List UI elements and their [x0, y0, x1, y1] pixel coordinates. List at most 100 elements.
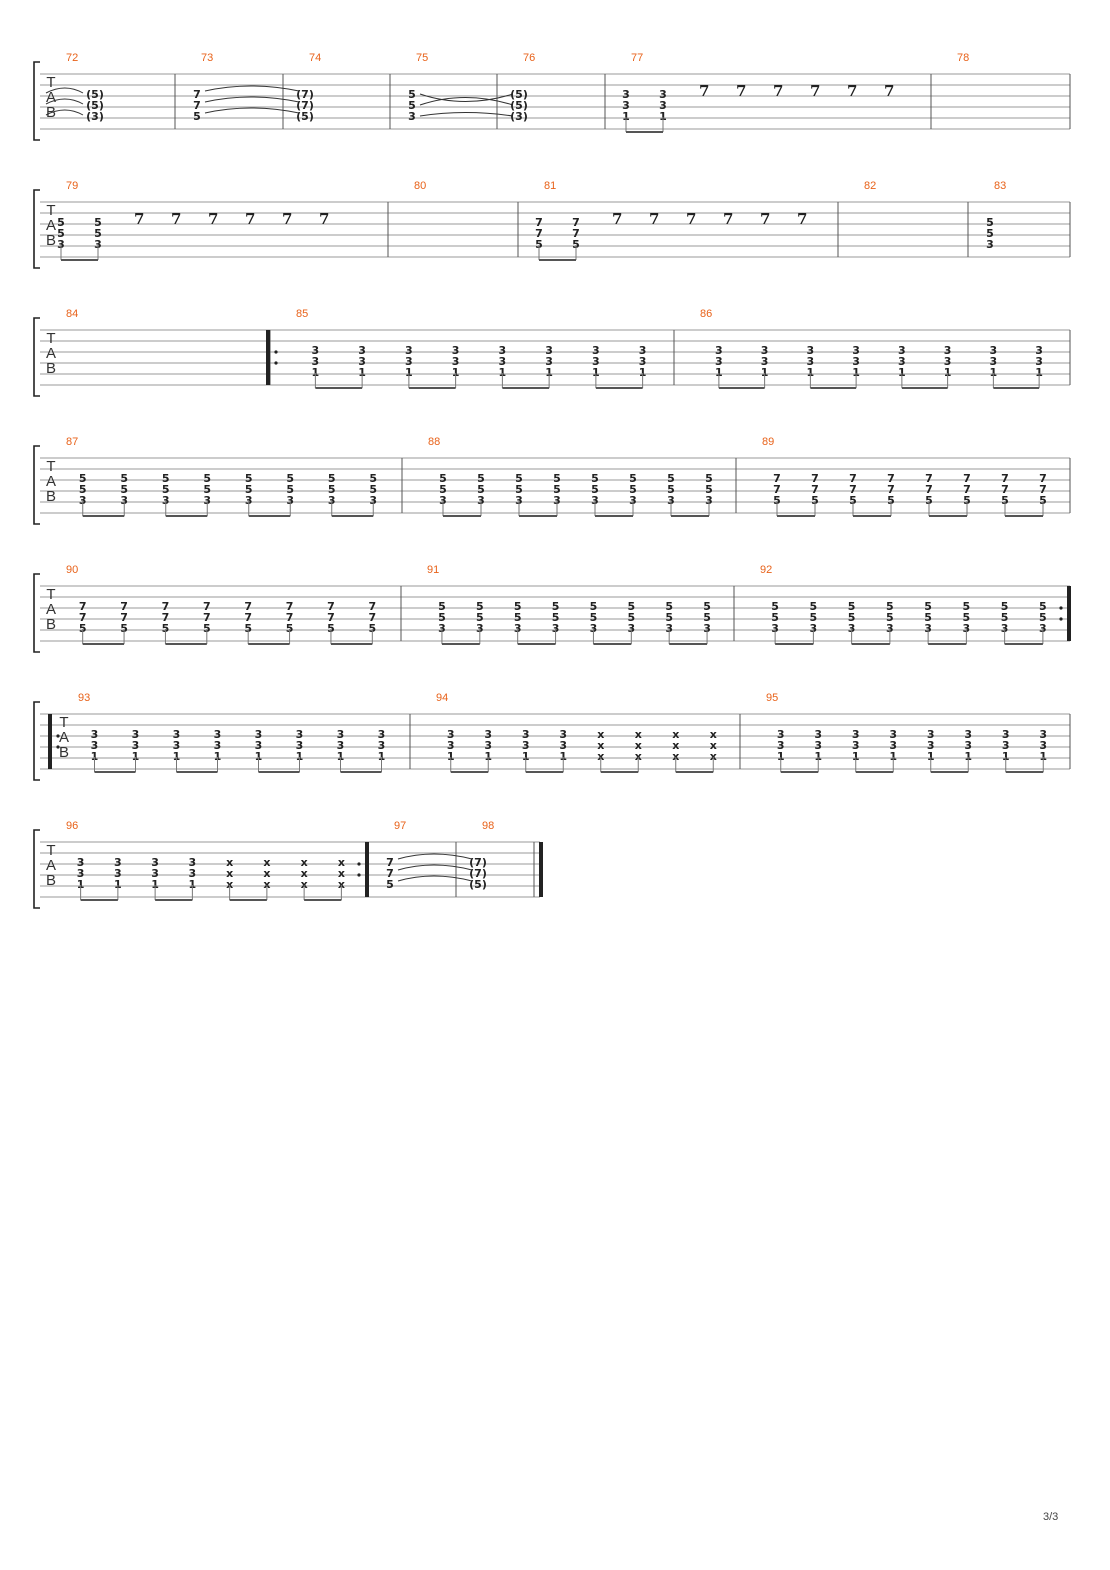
tie-arc: [397, 853, 473, 860]
fret-number: 5: [79, 483, 87, 496]
fret-number: x: [672, 739, 679, 752]
fret-number: 7: [773, 472, 781, 485]
fret-number: 7: [79, 611, 87, 624]
fret-number: 3: [499, 355, 507, 368]
fret-number: 3: [814, 739, 822, 752]
fret-number: x: [597, 728, 604, 741]
fret-number: 3: [665, 622, 673, 635]
fret-number: 5: [245, 483, 253, 496]
fret-number: 7: [535, 227, 543, 240]
fret-number: x: [672, 728, 679, 741]
fret-number: 5: [925, 494, 933, 507]
fret-number: 1: [77, 878, 85, 891]
fret-number: 3: [814, 728, 822, 741]
fret-number: 3: [476, 622, 484, 635]
fret-number: 7: [327, 611, 335, 624]
fret-number: (7): [296, 99, 314, 112]
fret-number: x: [338, 856, 345, 869]
fret-number: 1: [889, 750, 897, 763]
fret-number: 3: [245, 494, 253, 507]
eighth-rest: 7: [699, 82, 709, 100]
fret-number: 7: [203, 611, 211, 624]
repeat-dot: [357, 873, 361, 877]
measure-number: 90: [66, 564, 78, 576]
fret-number: 5: [244, 622, 252, 635]
fret-number: 7: [120, 611, 128, 624]
fret-number: 3: [545, 344, 553, 357]
fret-number: 3: [886, 622, 894, 635]
fret-number: 7: [162, 600, 170, 613]
repeat-dot: [1059, 617, 1063, 621]
fret-number: 5: [162, 622, 170, 635]
fret-number: 3: [944, 344, 952, 357]
fret-number: 3: [91, 728, 99, 741]
tie-arc: [204, 96, 300, 103]
fret-number: 3: [852, 355, 860, 368]
fret-number: 1: [944, 366, 952, 379]
fret-number: x: [301, 878, 308, 891]
fret-number: 3: [639, 355, 647, 368]
fret-number: 5: [924, 600, 932, 613]
fret-number: 7: [1001, 472, 1009, 485]
fret-number: 5: [476, 611, 484, 624]
fret-number: 3: [889, 728, 897, 741]
measure-number: 72: [66, 52, 78, 64]
fret-number: 1: [814, 750, 822, 763]
fret-number: x: [301, 856, 308, 869]
tab-system: TAB8755355355355355355355355388553553553…: [33, 436, 1071, 525]
fret-number: 5: [1001, 494, 1009, 507]
fret-number: 3: [944, 355, 952, 368]
fret-number: 1: [337, 750, 345, 763]
measure-number: 87: [66, 436, 78, 448]
fret-number: 5: [591, 472, 599, 485]
fret-number: 3: [591, 494, 599, 507]
fret-number: 7: [925, 483, 933, 496]
fret-number: 3: [1002, 728, 1010, 741]
fret-number: 7: [286, 600, 294, 613]
fret-number: 3: [659, 99, 667, 112]
fret-number: 3: [777, 728, 785, 741]
fret-number: 5: [57, 227, 65, 240]
fret-number: 3: [312, 344, 320, 357]
fret-number: (5): [86, 88, 104, 101]
fret-number: 7: [193, 99, 201, 112]
fret-number: 5: [963, 600, 971, 613]
fret-number: 3: [590, 622, 598, 635]
fret-number: 3: [559, 739, 567, 752]
fret-number: 5: [286, 622, 294, 635]
fret-number: 3: [1039, 739, 1047, 752]
tab-clef-letter: T: [46, 74, 55, 91]
fret-number: x: [635, 728, 642, 741]
fret-number: 7: [1001, 483, 1009, 496]
eighth-rest: 7: [847, 82, 857, 100]
fret-number: 3: [1001, 622, 1009, 635]
fret-number: 3: [1039, 622, 1047, 635]
fret-number: x: [635, 750, 642, 763]
tab-clef-letter: T: [46, 202, 55, 219]
fret-number: 3: [378, 728, 386, 741]
fret-number: 3: [964, 739, 972, 752]
fret-number: 3: [132, 728, 140, 741]
fret-number: 7: [963, 472, 971, 485]
fret-number: 5: [771, 600, 779, 613]
fret-number: 3: [964, 728, 972, 741]
fret-number: 3: [986, 238, 994, 251]
fret-number: 3: [203, 494, 211, 507]
fret-number: 5: [773, 494, 781, 507]
fret-number: 3: [761, 344, 769, 357]
fret-number: 5: [515, 483, 523, 496]
eighth-rest: 7: [319, 210, 329, 228]
tie-arc: [419, 97, 514, 106]
repeat-dot: [1059, 606, 1063, 610]
fret-number: 7: [244, 611, 252, 624]
tab-clef-letter: A: [46, 345, 56, 362]
eighth-rest: 7: [245, 210, 255, 228]
tie-arc: [45, 98, 84, 105]
fret-number: 5: [849, 494, 857, 507]
fret-number: 1: [499, 366, 507, 379]
fret-number: x: [338, 867, 345, 880]
fret-number: 1: [452, 366, 460, 379]
fret-number: 5: [286, 483, 294, 496]
measure-number: 85: [296, 308, 308, 320]
